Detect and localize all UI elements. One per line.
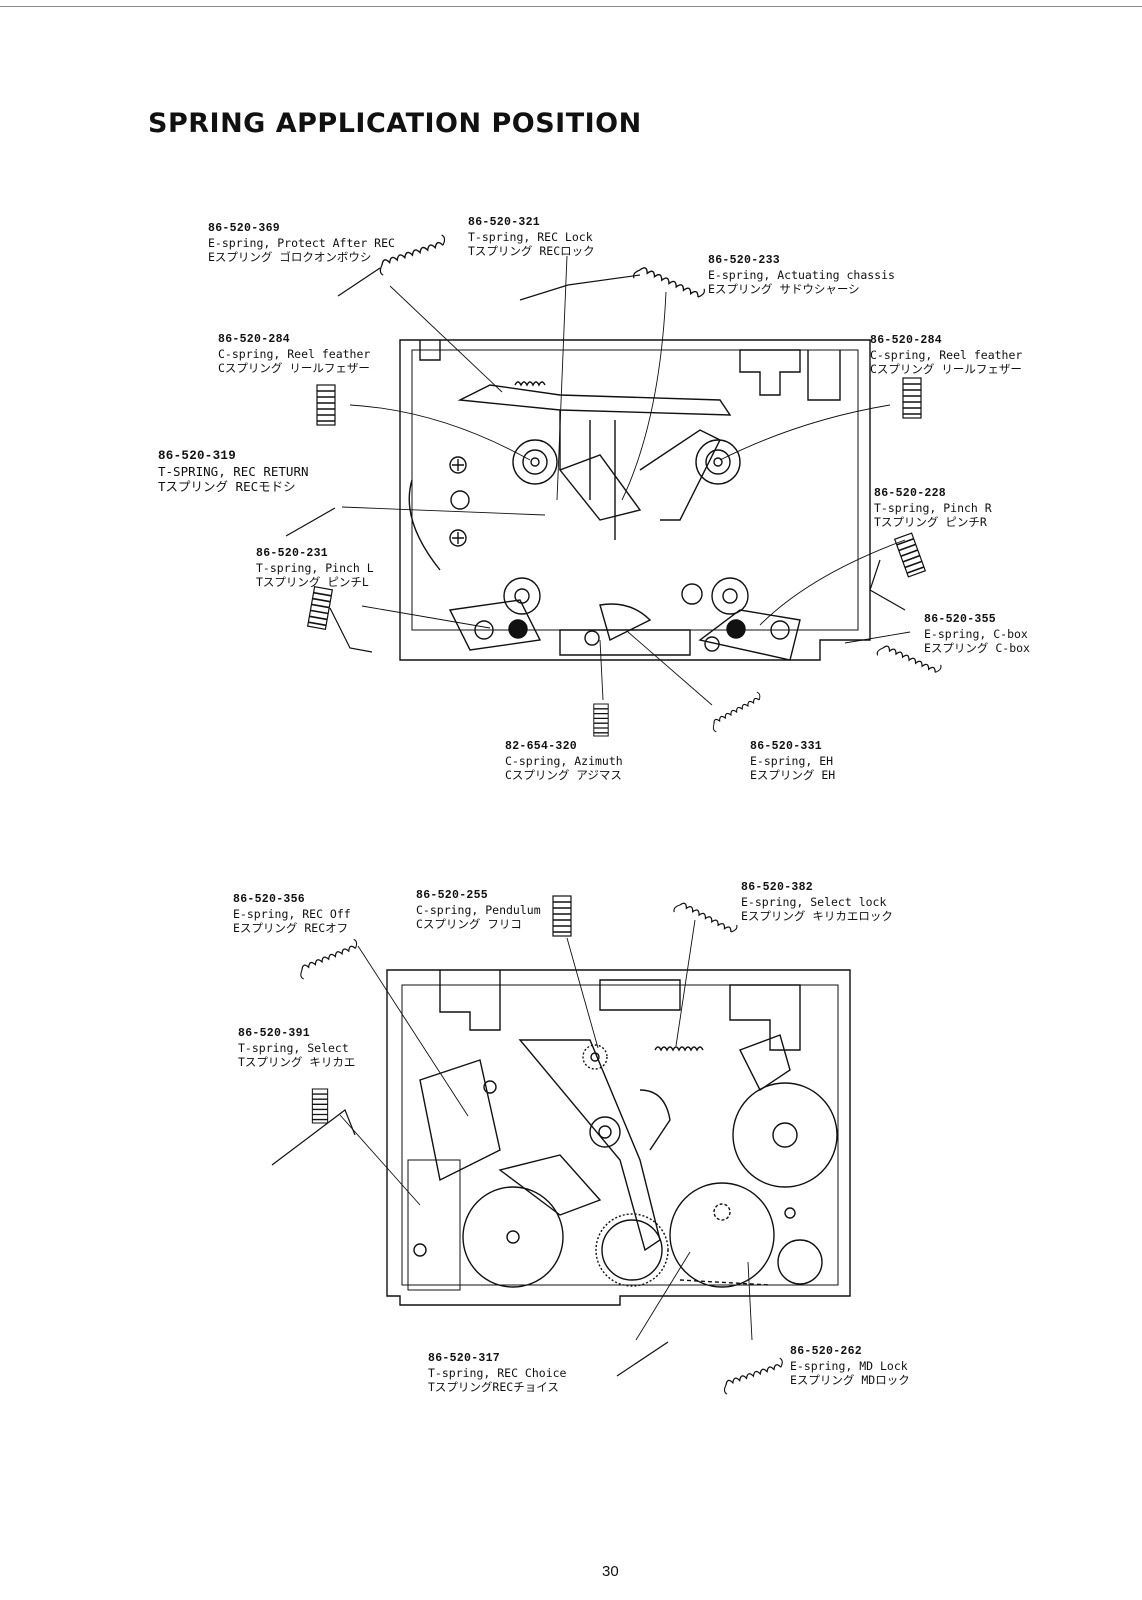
spring-icon [374, 233, 451, 277]
label-c-box: 86-520-355 E-spring, C-box Eスプリング C-box [924, 613, 1030, 655]
label-select: 86-520-391 T-spring, Select Tスプリング キリカエ [238, 1027, 356, 1069]
mechanism-top-view [399, 339, 871, 661]
label-rec-return: 86-520-319 T-SPRING, REC RETURN Tスプリング R… [158, 449, 309, 494]
spring-icon [311, 1088, 329, 1124]
label-pinch-r: 86-520-228 T-spring, Pinch R Tスプリング ピンチR [874, 487, 992, 529]
label-azimuth: 82-654-320 C-spring, Azimuth Cスプリング アジマス [505, 740, 623, 782]
label-reel-feather-left: 86-520-284 C-spring, Reel feather Cスプリング… [218, 333, 371, 375]
spring-icon [631, 258, 707, 309]
page-number: 30 [602, 1563, 619, 1580]
label-rec-lock: 86-520-321 T-spring, REC Lock Tスプリング REC… [468, 216, 595, 258]
label-rec-off: 86-520-356 E-spring, REC Off Eスプリング RECオ… [233, 893, 351, 935]
spring-icon [893, 532, 927, 578]
label-actuating-chassis: 86-520-233 E-spring, Actuating chassis E… [708, 254, 895, 296]
label-pendulum: 86-520-255 C-spring, Pendulum Cスプリング フリコ [416, 889, 541, 931]
page-title: SPRING APPLICATION POSITION [148, 108, 642, 139]
label-rec-choice: 86-520-317 T-spring, REC Choice TスプリングRE… [428, 1352, 567, 1394]
label-reel-feather-right: 86-520-284 C-spring, Reel feather Cスプリング… [870, 334, 1023, 376]
spring-icon [875, 637, 943, 683]
spring-icon [552, 895, 572, 937]
page-top-rule [0, 6, 1142, 7]
label-eh: 86-520-331 E-spring, EH Eスプリング EH [750, 740, 836, 782]
label-select-lock: 86-520-382 E-spring, Select lock Eスプリング … [741, 881, 893, 923]
spring-icon [719, 1357, 788, 1396]
spring-icon [593, 703, 609, 737]
spring-icon [306, 585, 334, 631]
label-protect-after-rec: 86-520-369 E-spring, Protect After REC E… [208, 222, 395, 264]
spring-icon [316, 384, 336, 426]
mechanism-bottom-view [386, 969, 851, 1306]
spring-icon [672, 894, 739, 943]
spring-icon [294, 938, 363, 981]
label-md-lock: 86-520-262 E-spring, MD Lock Eスプリング MDロッ… [790, 1345, 910, 1387]
spring-icon [902, 377, 922, 419]
spring-icon [707, 690, 767, 733]
label-pinch-l: 86-520-231 T-spring, Pinch L Tスプリング ピンチL [256, 547, 374, 589]
